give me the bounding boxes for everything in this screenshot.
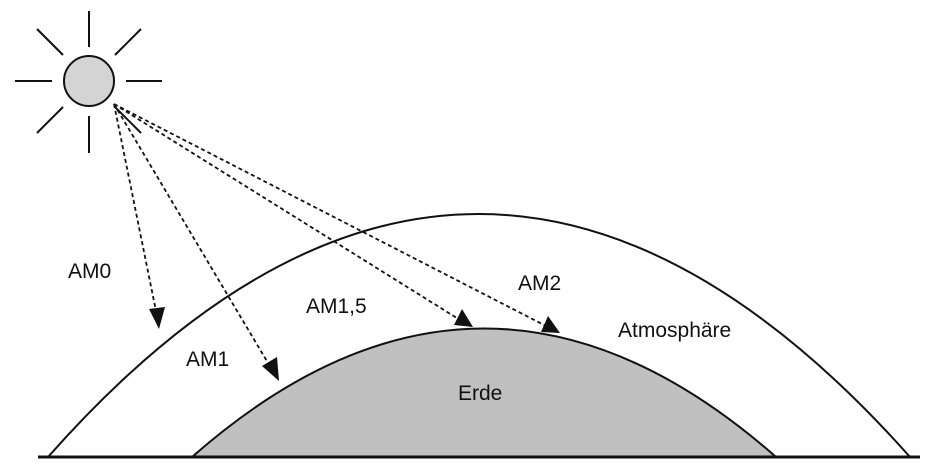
ray-am0 [113, 103, 165, 329]
label-am1: AM1 [186, 348, 229, 371]
ray-am2 [113, 103, 560, 333]
label-earth: Erde [458, 382, 502, 405]
earth-dome [189, 327, 779, 458]
label-am0: AM0 [68, 260, 111, 283]
label-am2: AM2 [518, 272, 561, 295]
sun-icon [15, 11, 162, 153]
label-am1-5: AM1,5 [306, 295, 367, 318]
ray-am1 [113, 103, 279, 381]
label-atmosphere: Atmosphäre [618, 319, 731, 342]
ray-am1-5 [113, 103, 473, 327]
